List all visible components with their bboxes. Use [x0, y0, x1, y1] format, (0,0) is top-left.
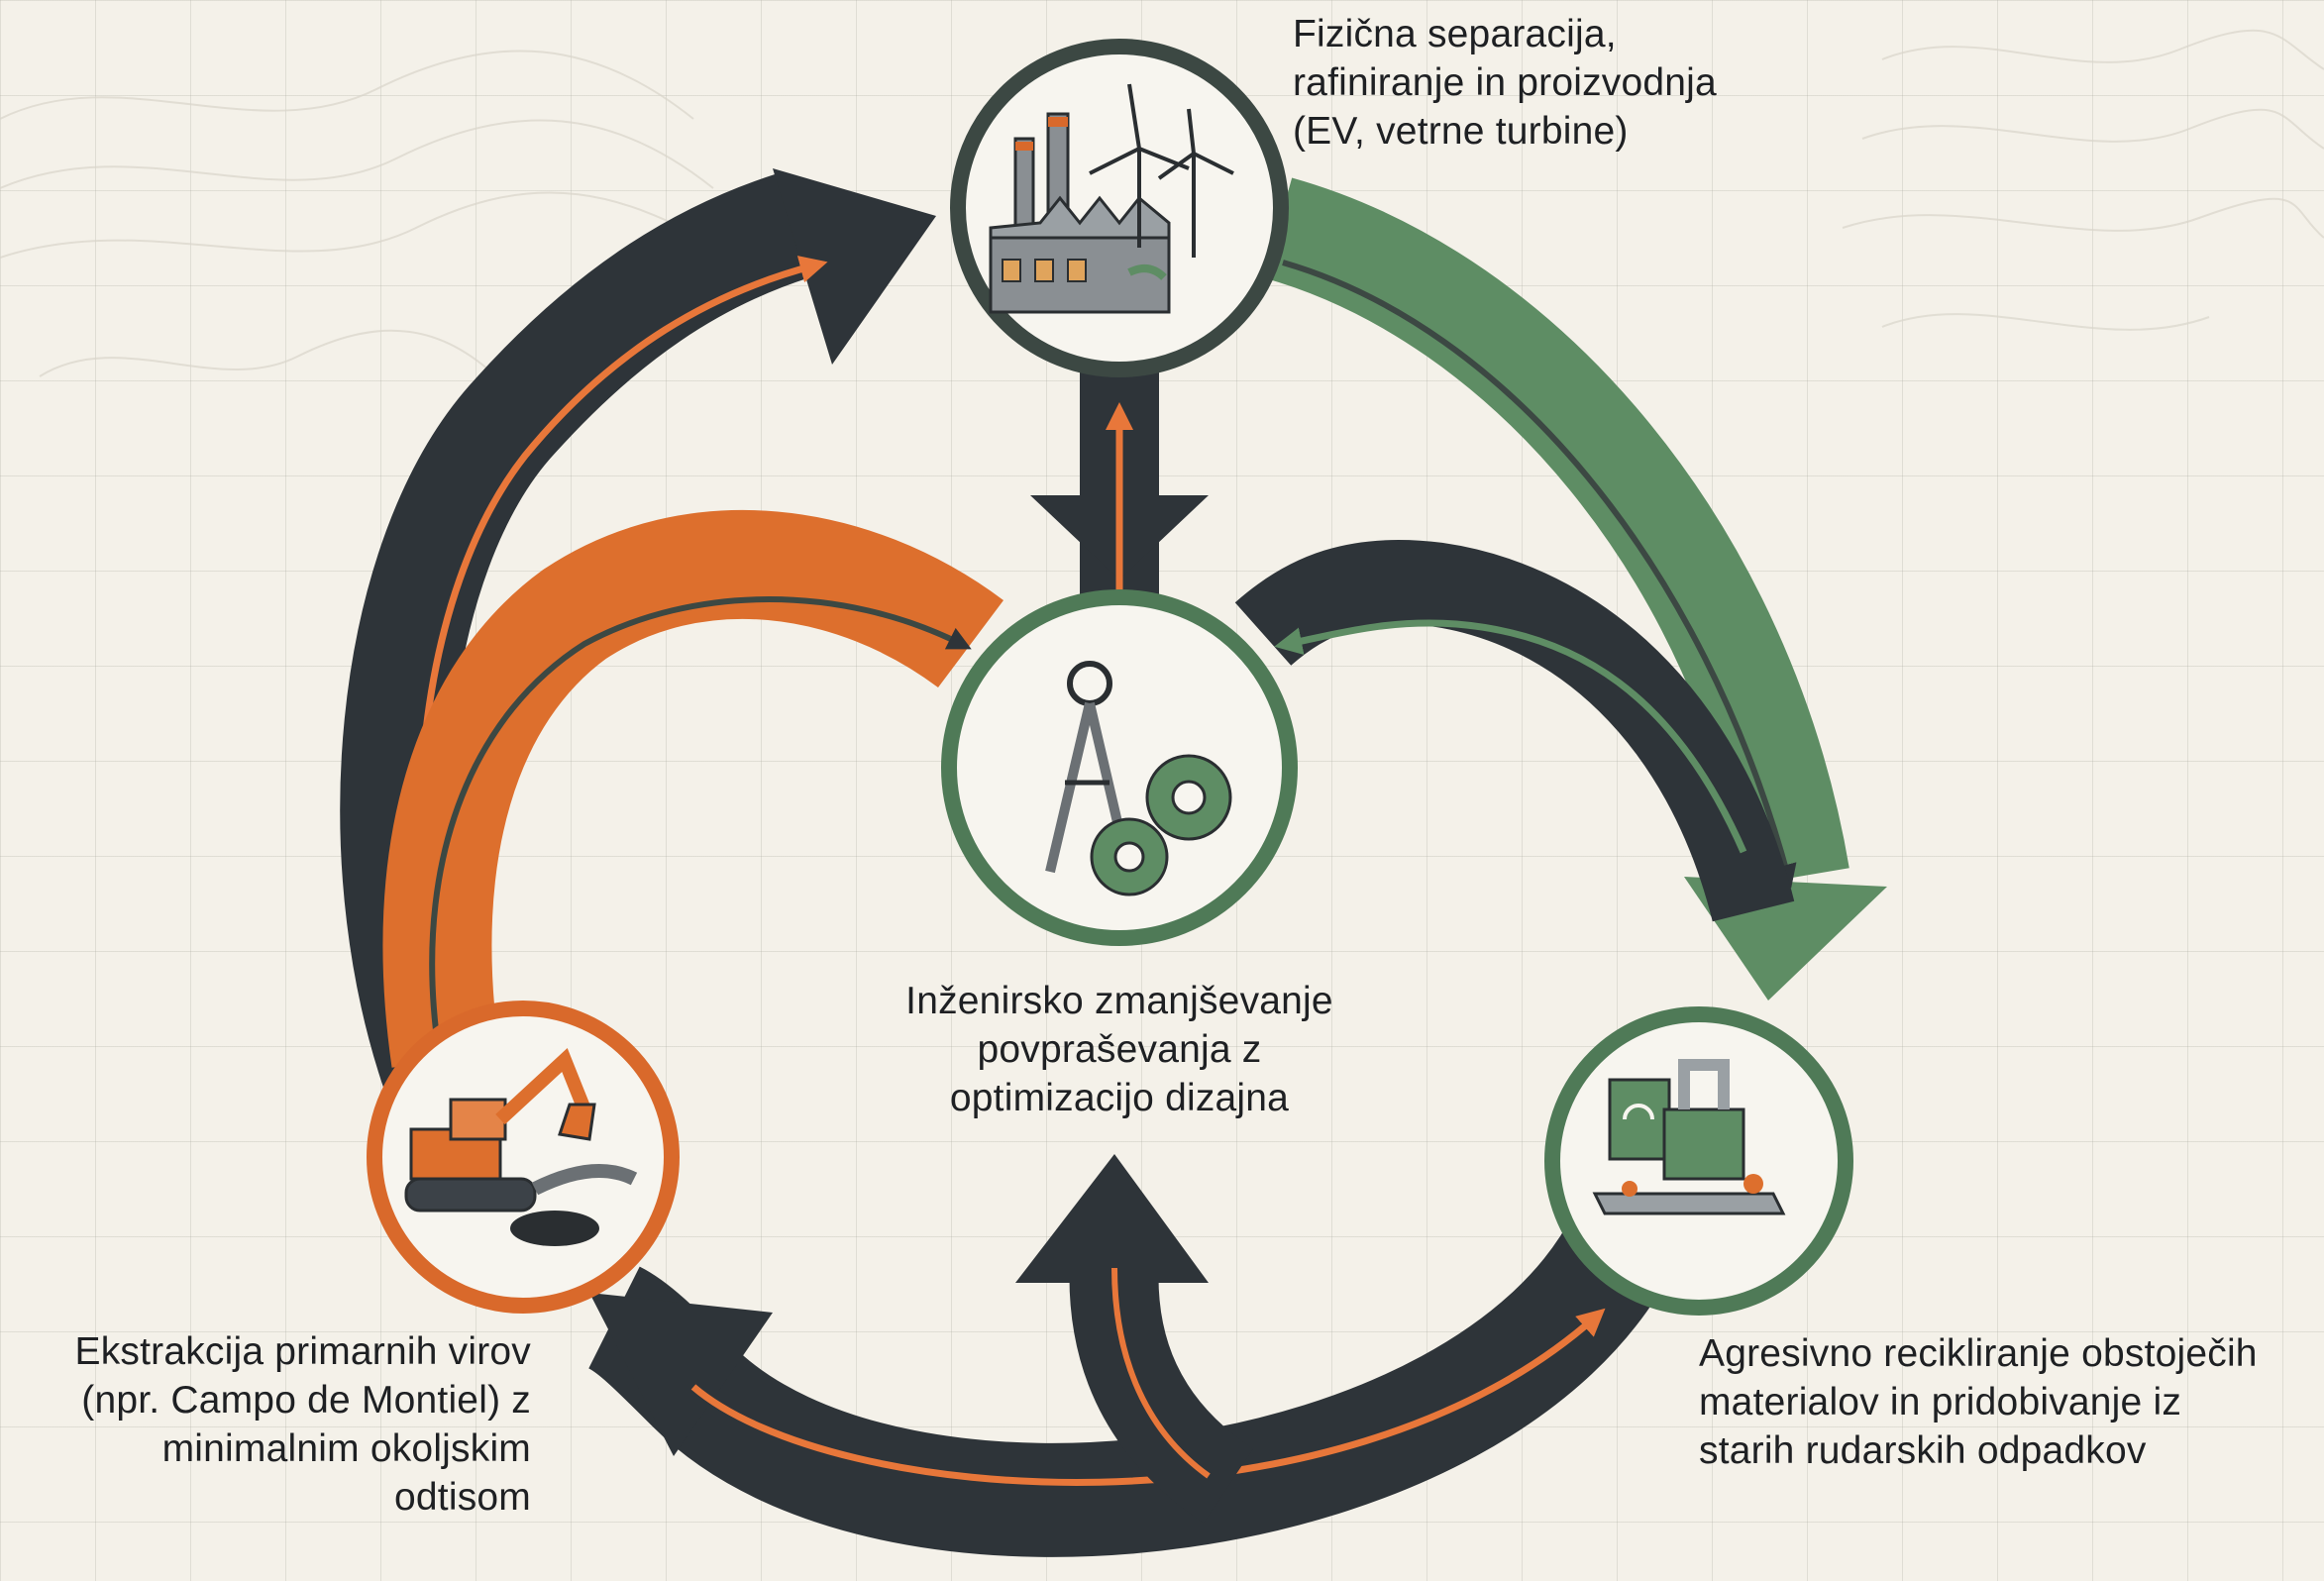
recycling-label-line-2: materialov in pridobivanje iz	[1699, 1381, 2182, 1423]
extraction-node	[367, 1001, 680, 1314]
arrow-extraction-to-design	[382, 509, 1004, 1068]
topographic-contours	[0, 29, 2324, 397]
design-label-line-2: povpraševanja z	[977, 1028, 1262, 1071]
arrow-recycling-to-design	[1234, 540, 1795, 922]
recycling-label-line-1: Agresivno recikliranje obstoječih	[1699, 1332, 2258, 1375]
arrow-bottom-to-design	[1015, 1154, 1254, 1524]
production-label-line-1: Fizična separacija,	[1293, 13, 1617, 55]
design-label-line-3: optimizacijo dizajna	[949, 1077, 1290, 1119]
extraction-label-line-4: odtisom	[394, 1476, 531, 1519]
compass-gears-icon	[1045, 661, 1232, 896]
factory-wind-turbine-icon	[989, 83, 1234, 314]
extraction-label-line-3: minimalnim okoljskim	[161, 1427, 531, 1470]
design-node	[941, 589, 1298, 946]
design-label-line-1: Inženirsko zmanjševanje	[905, 980, 1333, 1022]
design-label: Inženirsko zmanjševanje povpraševanja z …	[852, 977, 1387, 1122]
production-label: Fizična separacija, rafiniranje in proiz…	[1293, 10, 1848, 156]
production-label-line-2: rafiniranje in proizvodnja	[1293, 61, 1717, 104]
arrow-design-to-production	[1030, 367, 1209, 624]
extraction-label-line-2: (npr. Campo de Montiel) z	[81, 1379, 531, 1422]
extraction-label: Ekstrakcija primarnih virov (npr. Campo …	[16, 1327, 531, 1522]
recycling-node	[1544, 1006, 1853, 1316]
excavator-pit-icon	[404, 1047, 638, 1246]
arrow-recycling-to-extraction	[586, 1211, 1676, 1557]
recycling-label: Agresivno recikliranje obstoječih materi…	[1699, 1329, 2323, 1475]
extraction-label-line-1: Ekstrakcija primarnih virov	[74, 1330, 531, 1373]
recycling-label-line-3: starih rudarskih odpadkov	[1699, 1429, 2147, 1472]
recycling-machine-icon	[1592, 1059, 1786, 1215]
production-label-line-3: (EV, vetrne turbine)	[1293, 110, 1629, 153]
production-node	[950, 39, 1289, 377]
